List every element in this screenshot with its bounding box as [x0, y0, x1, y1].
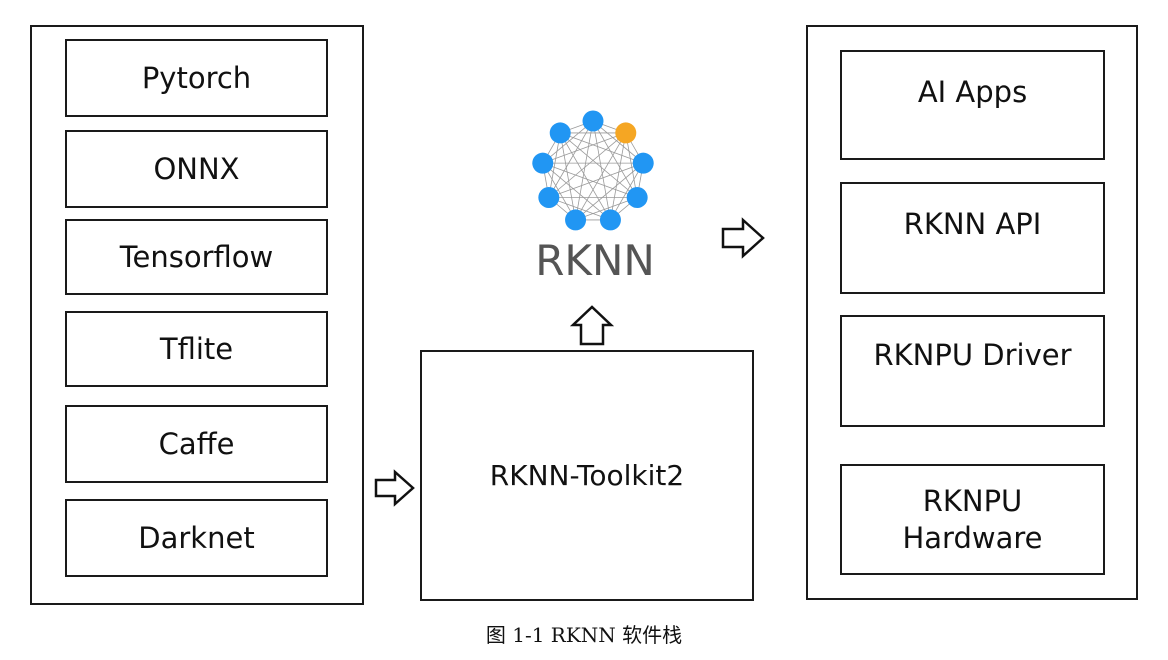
logo-edge — [575, 197, 638, 221]
runtime-box-rknn-api: RKNN API — [840, 182, 1105, 294]
logo-edge — [560, 132, 644, 164]
runtime-label: RKNN API — [903, 207, 1042, 241]
logo-edge — [610, 162, 644, 221]
logo-edge — [592, 120, 611, 220]
framework-label: Pytorch — [141, 60, 252, 95]
framework-box-onnx: ONNX — [65, 130, 328, 208]
framework-box-darknet: Darknet — [65, 499, 328, 577]
framework-box-tensorflow: Tensorflow — [65, 219, 328, 295]
rknn-logo: RKNN — [532, 110, 655, 285]
logo-node — [599, 209, 621, 231]
runtime-box-rknpu-driver: RKNPU Driver — [840, 315, 1105, 427]
logo-node — [582, 110, 604, 132]
logo-edge — [542, 162, 638, 198]
toolkit-label: RKNN-Toolkit2 — [489, 459, 685, 492]
logo-node — [538, 187, 560, 208]
logo-edge — [592, 120, 644, 164]
logo-edge — [548, 197, 611, 221]
logo-edge — [559, 132, 576, 220]
logo-edge — [548, 162, 644, 198]
logo-edge — [610, 132, 627, 220]
logo-network-nodes — [532, 110, 654, 231]
framework-label: Tflite — [159, 331, 234, 366]
logo-edge — [548, 132, 561, 198]
logo-edge — [575, 120, 594, 220]
logo-edge — [559, 132, 611, 221]
logo-edge — [575, 162, 644, 221]
logo-node — [532, 152, 554, 174]
logo-text: RKNN — [535, 236, 655, 285]
logo-edge — [548, 120, 594, 198]
framework-box-tflite: Tflite — [65, 311, 328, 387]
up-arrow-icon — [569, 305, 615, 346]
runtime-box-ai-apps: AI Apps — [840, 50, 1105, 160]
logo-edge — [542, 162, 611, 221]
right-arrow-icon — [374, 469, 415, 507]
logo-node — [565, 209, 587, 231]
logo-node — [632, 152, 654, 174]
framework-label: Caffe — [158, 426, 235, 461]
logo-edge — [542, 132, 626, 164]
runtime-label: AI Apps — [917, 75, 1028, 109]
logo-edge — [575, 132, 627, 221]
logo-edge — [592, 120, 638, 198]
figure-caption: 图 1-1 RKNN 软件栈 — [485, 623, 683, 647]
runtime-label: RKNPU Driver — [873, 338, 1072, 372]
logo-edge — [559, 132, 638, 198]
framework-box-pytorch: Pytorch — [65, 39, 328, 117]
logo-edge — [542, 162, 576, 221]
framework-label: Tensorflow — [119, 239, 274, 274]
logo-node — [549, 122, 571, 144]
logo-node — [626, 187, 648, 208]
logo-node — [615, 122, 637, 144]
framework-label: ONNX — [153, 151, 240, 186]
runtime-box-rknpu-hardware: RKNPU Hardware — [840, 464, 1105, 575]
right-arrow-icon — [721, 217, 765, 259]
framework-label: Darknet — [138, 520, 255, 555]
logo-edge — [625, 132, 638, 198]
runtime-label: RKNPU Hardware — [902, 484, 1043, 555]
logo-edge — [548, 132, 627, 198]
toolkit-box: RKNN-Toolkit2 — [420, 350, 754, 601]
framework-box-caffe: Caffe — [65, 405, 328, 483]
logo-edge — [542, 120, 594, 164]
